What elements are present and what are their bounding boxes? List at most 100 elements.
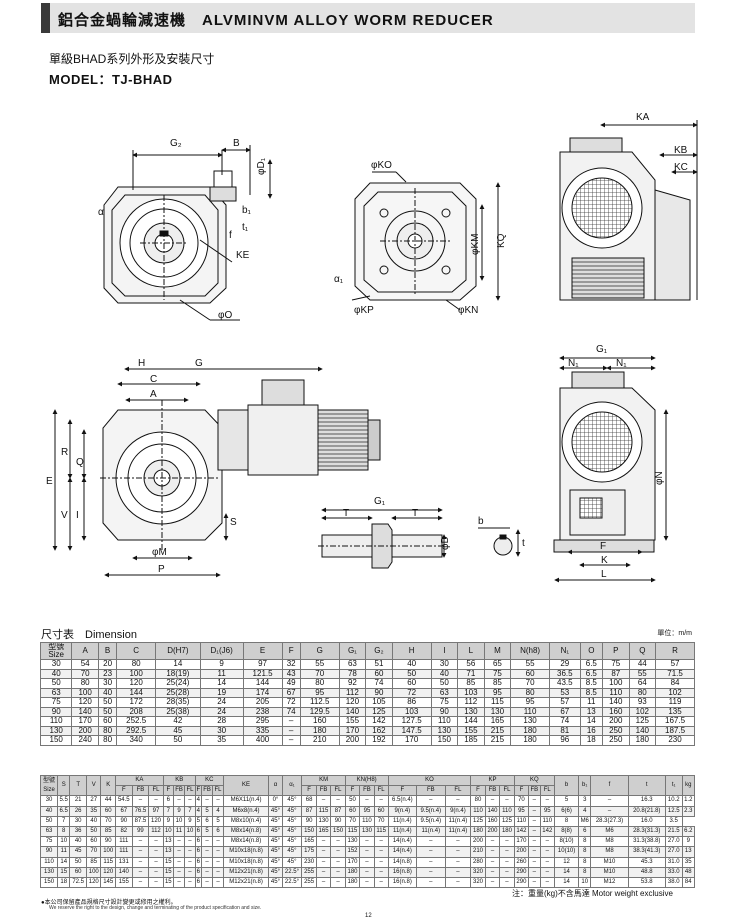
table-cell: – bbox=[281, 725, 301, 736]
table-cell: 14(n.4) bbox=[387, 836, 418, 848]
header-cell: G bbox=[299, 642, 340, 660]
table-cell: 110 bbox=[470, 805, 486, 817]
table-cell: 180 bbox=[510, 725, 550, 736]
table-cell: 87.5 bbox=[131, 815, 150, 828]
table-cell: 30 bbox=[199, 725, 244, 736]
table-cell: 72 bbox=[391, 687, 432, 698]
table-cell: 150 bbox=[301, 826, 317, 838]
table-cell: – bbox=[131, 846, 150, 858]
table-cell: 5 bbox=[200, 826, 214, 838]
table-cell: – bbox=[373, 846, 389, 858]
subheader-cell: F bbox=[344, 785, 361, 797]
table-cell: 110 bbox=[39, 716, 73, 727]
table-cell: 67 bbox=[549, 706, 581, 717]
subheader-cell: F bbox=[470, 785, 486, 797]
table-cell: 210 bbox=[299, 735, 340, 746]
table-cell: 50 bbox=[85, 826, 102, 838]
table-cell: 3 bbox=[578, 795, 592, 807]
table-cell: 160 bbox=[602, 706, 630, 717]
table-cell: 29 bbox=[549, 659, 581, 670]
dim-alpha: α bbox=[98, 207, 104, 218]
page-header: 鋁合金蝸輪減速機 ALVMINVM ALLOY WORM REDUCER bbox=[41, 3, 695, 33]
dim-KN: φKN bbox=[458, 305, 478, 316]
table-cell: 85 bbox=[483, 678, 512, 689]
table-cell: 75 bbox=[39, 697, 73, 708]
table-cell: 16.3 bbox=[627, 795, 666, 807]
table-cell: – bbox=[359, 877, 375, 889]
dim-V: V bbox=[61, 510, 68, 521]
table-cell: 115 bbox=[315, 805, 332, 817]
table-cell: – bbox=[444, 866, 472, 879]
table-cell: 130 bbox=[315, 815, 332, 828]
header-cell: G₂ bbox=[365, 642, 393, 660]
dim-N1-right: N₁ bbox=[616, 358, 627, 369]
table-cell: 36 bbox=[69, 826, 88, 838]
table-cell: 9 bbox=[184, 815, 196, 828]
table-cell: 54 bbox=[71, 659, 99, 670]
table-cell: – bbox=[484, 856, 501, 868]
table-cell: 36.5 bbox=[549, 668, 581, 679]
table-cell: 45° bbox=[281, 805, 303, 817]
subheader-cell: F bbox=[387, 785, 418, 797]
table-cell: 14 bbox=[554, 877, 580, 889]
table-cell: 90 bbox=[301, 815, 317, 828]
dim-KE: KE bbox=[236, 250, 250, 261]
subheader-cell: FL bbox=[499, 785, 515, 797]
table-cell: 80 bbox=[71, 678, 99, 689]
subheader-cell: FL bbox=[184, 785, 196, 797]
table-cell: 130 bbox=[510, 716, 550, 727]
dim-F: F bbox=[600, 541, 606, 552]
dim-T-left: T bbox=[343, 508, 349, 519]
dim-G2: G₂ bbox=[170, 138, 182, 149]
table-cell: 120 bbox=[100, 866, 116, 879]
table-cell: 95 bbox=[483, 687, 512, 698]
table-cell: – bbox=[444, 795, 472, 807]
subheader-cell: FL bbox=[539, 785, 556, 797]
table-cell: 11 bbox=[172, 826, 186, 838]
table-cell: – bbox=[281, 716, 301, 727]
table-cell: 4 bbox=[578, 805, 592, 817]
table-cell: – bbox=[444, 836, 472, 848]
table-cell: 90 bbox=[430, 706, 459, 717]
table-cell: 45° bbox=[281, 795, 303, 807]
table-cell: 90 bbox=[39, 706, 73, 717]
table-cell: 40 bbox=[39, 668, 73, 679]
table-cell: M10 bbox=[590, 856, 629, 868]
table-cell: – bbox=[200, 856, 214, 868]
table-cell: 140 bbox=[484, 805, 501, 817]
shaft-drawing bbox=[318, 507, 521, 569]
unit-label: 單位：m/m bbox=[657, 630, 692, 637]
table-cell: 187.5 bbox=[655, 725, 695, 736]
table-cell: 74 bbox=[365, 678, 393, 689]
header-cell: kg bbox=[681, 774, 696, 797]
table-cell: – bbox=[528, 805, 541, 817]
table-cell: 170 bbox=[513, 836, 530, 848]
table-cell: 45 bbox=[69, 846, 88, 858]
table-cell: 56 bbox=[457, 659, 485, 670]
table-cell: 71 bbox=[457, 668, 485, 679]
table-cell: 7 bbox=[162, 805, 174, 817]
table-cell: 11(n.4) bbox=[416, 826, 446, 838]
table-cell: 144 bbox=[457, 716, 485, 727]
table-cell: – bbox=[359, 795, 375, 807]
dim-KC: KC bbox=[674, 162, 688, 173]
table-cell: – bbox=[499, 877, 515, 889]
table-cell: M8x14(n.8) bbox=[222, 826, 270, 838]
table-cell: 130 bbox=[457, 706, 485, 717]
table-cell: 208 bbox=[116, 706, 157, 717]
table-cell: 140 bbox=[338, 706, 367, 717]
dim-KQ: KQ bbox=[496, 233, 507, 248]
header-cell: K bbox=[100, 774, 116, 797]
table-cell: – bbox=[528, 866, 541, 879]
table-cell: – bbox=[184, 795, 196, 807]
table-cell: 100 bbox=[71, 687, 99, 698]
header-cell: G₁ bbox=[338, 642, 367, 660]
table-cell: 6(6) bbox=[554, 805, 580, 817]
table-cell: 28 bbox=[199, 716, 244, 727]
table-cell: 180 bbox=[499, 826, 515, 838]
table-cell: – bbox=[131, 877, 150, 889]
table-cell: 85 bbox=[100, 826, 116, 838]
